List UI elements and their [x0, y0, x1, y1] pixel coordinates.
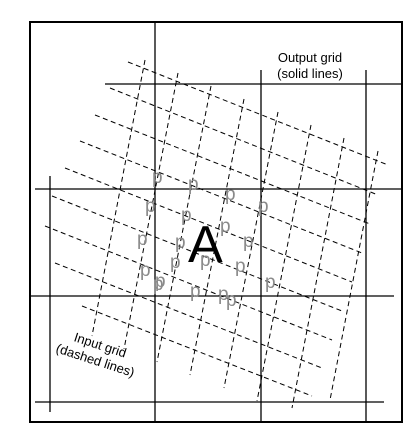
input-grid: [44, 59, 389, 409]
sample-marker: p: [181, 205, 192, 226]
sample-marker: p: [145, 196, 156, 217]
input-grid-line: [223, 111, 279, 389]
sample-marker: p: [152, 167, 163, 188]
sample-marker: p: [235, 256, 246, 277]
input-grid-line: [91, 59, 146, 337]
output-grid-label-line2: (solid lines): [277, 66, 343, 81]
sample-marker: p: [190, 281, 201, 302]
sample-marker: p: [140, 260, 151, 281]
input-grid-line: [109, 87, 379, 196]
input-grid-line: [127, 61, 389, 166]
sample-marker: p: [243, 231, 254, 252]
sample-marker: p: [155, 271, 166, 292]
sample-marker: p: [137, 229, 148, 250]
input-grid-line: [123, 72, 179, 350]
sample-marker: p: [218, 284, 229, 305]
sample-marker: p: [220, 216, 231, 237]
sample-marker: p: [265, 272, 276, 293]
sample-marker: p: [226, 290, 237, 311]
output-grid-label-line1: Output grid: [278, 50, 342, 65]
input-grid-line: [189, 98, 245, 376]
input-grid-line: [256, 124, 312, 402]
input-grid-line: [64, 167, 353, 283]
input-grid-line: [54, 262, 323, 369]
input-grid-line: [94, 114, 371, 225]
sample-marker: p: [188, 174, 199, 195]
center-letter: A: [188, 216, 223, 274]
sample-marker: p: [175, 232, 186, 253]
sample-marker: p: [225, 184, 236, 205]
input-grid-line: [44, 225, 333, 341]
sample-marker: p: [153, 274, 164, 295]
sample-marker: p: [258, 196, 269, 217]
input-grid-line: [291, 137, 345, 409]
sample-marker: p: [200, 250, 211, 271]
input-grid-line: [51, 195, 343, 312]
output-grid: [30, 22, 402, 422]
input-grid-line: [81, 305, 313, 397]
sample-marker: p: [170, 252, 181, 273]
outer-frame: [29, 21, 403, 423]
input-grid-line: [156, 85, 212, 363]
